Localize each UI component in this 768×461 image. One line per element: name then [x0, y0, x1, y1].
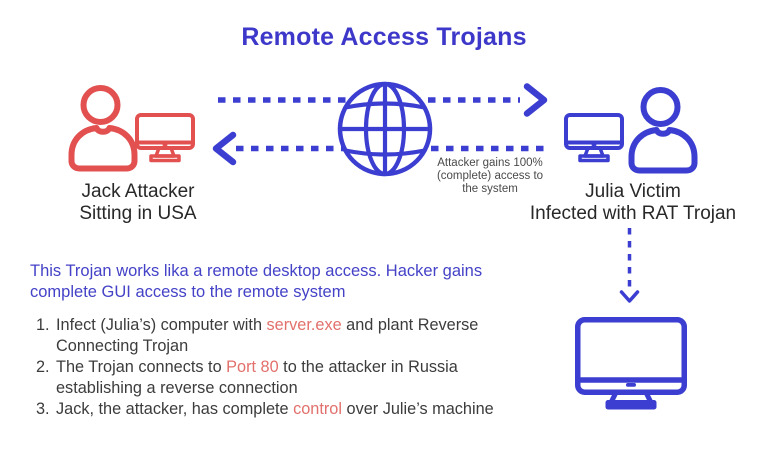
step-text-line2: establishing a reverse connection — [56, 379, 298, 397]
step-text-post: to the attacker in Russia — [278, 358, 458, 376]
victim-status: Infected with RAT Trojan — [529, 203, 737, 224]
step-text-post: over Julie’s machine — [341, 400, 494, 418]
dashed-arrow-down — [619, 228, 640, 303]
trojan-description: This Trojan works lika a remote desktop … — [30, 261, 550, 303]
attack-steps-list: 1. Infect (Julia’s) computer with server… — [36, 315, 541, 420]
attack-step: 1. Infect (Julia’s) computer with server… — [36, 315, 541, 357]
step-number: 1. — [36, 316, 50, 334]
step-text-post: and plant Reverse — [341, 316, 479, 334]
step-text: Infect (Julia’s) computer with server.ex… — [56, 315, 541, 357]
attacker-label: Jack Attacker Sitting in USA — [48, 181, 228, 225]
attack-step: 2. The Trojan connects to Port 80 to the… — [36, 357, 541, 399]
step-text-pre: The Trojan connects to — [56, 358, 227, 376]
attacker-location: Sitting in USA — [79, 203, 197, 224]
step-number: 2. — [36, 358, 50, 376]
victim-name: Julia Victim — [585, 181, 681, 202]
globe-icon — [337, 81, 433, 177]
step-text: Jack, the attacker, has complete control… — [56, 399, 541, 420]
large-monitor-icon — [575, 317, 687, 410]
step-number: 3. — [36, 400, 50, 418]
description-line: This Trojan works lika a remote desktop … — [30, 262, 483, 280]
arrow-caption-line: the system — [462, 183, 518, 195]
victim-label: Julia Victim Infected with RAT Trojan — [513, 181, 753, 225]
step-text-pre: Infect (Julia’s) computer with — [56, 316, 267, 334]
victim-monitor-icon — [564, 113, 624, 163]
step-text-line2: Connecting Trojan — [56, 337, 189, 355]
arrow-caption: Attacker gains 100% (complete) access to… — [417, 157, 563, 196]
attacker-person-icon — [72, 88, 135, 169]
arrow-caption-line: Attacker gains 100% — [437, 157, 543, 169]
description-line: complete GUI access to the remote system — [30, 283, 346, 301]
arrow-caption-line: (complete) access to — [436, 170, 544, 182]
step-text: The Trojan connects to Port 80 to the at… — [56, 357, 541, 399]
attacker-monitor-icon — [135, 113, 195, 163]
step-highlight: control — [293, 400, 342, 418]
step-text-pre: Jack, the attacker, has complete — [56, 400, 294, 418]
attacker-name: Jack Attacker — [81, 181, 195, 202]
page-title: Remote Access Trojans — [241, 23, 527, 51]
attack-step: 3. Jack, the attacker, has complete cont… — [36, 399, 541, 420]
victim-person-icon — [632, 90, 695, 171]
step-highlight: server.exe — [266, 316, 342, 334]
step-highlight: Port 80 — [226, 358, 279, 376]
